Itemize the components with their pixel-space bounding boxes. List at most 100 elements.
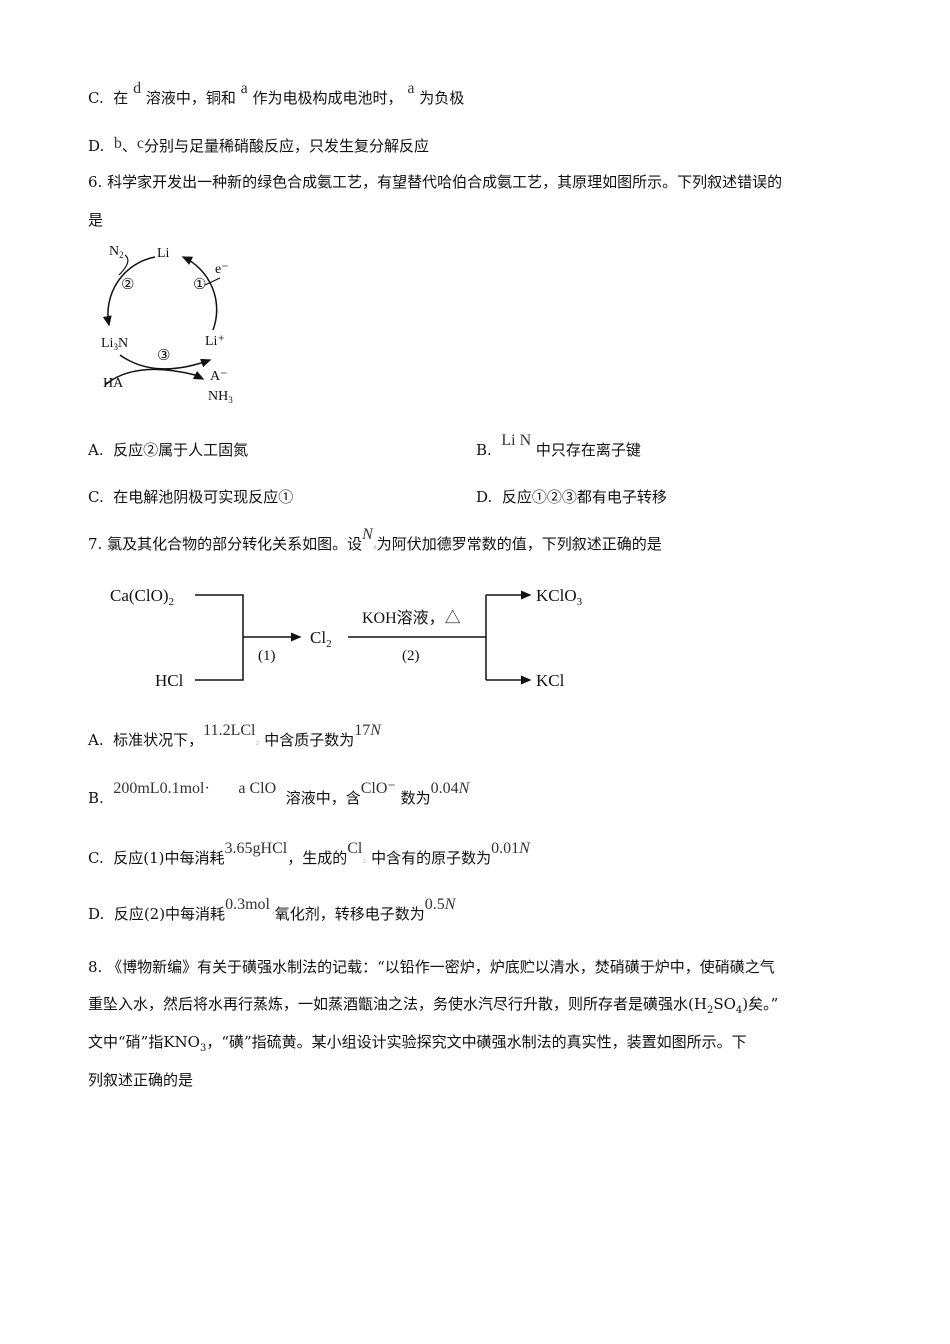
subscript: 3 bbox=[199, 1043, 207, 1054]
option-text: 在 bbox=[113, 89, 129, 107]
formula: d bbox=[133, 80, 142, 97]
q8-stem-line3: 文中“硝”指KNO3，“磺”指硫黄。某小组设计实验探究文中磺强水制法的真实性，装… bbox=[88, 1032, 747, 1059]
ha-label: HA bbox=[103, 376, 124, 391]
li-ion-label: Li⁺ bbox=[205, 334, 225, 349]
formula: Li N bbox=[501, 432, 532, 449]
step-1-label: (1) bbox=[258, 648, 276, 664]
question-text: 文中“硝”指KNO bbox=[88, 1033, 200, 1051]
step-2-label: (2) bbox=[402, 648, 420, 664]
formula: 0.04 bbox=[430, 780, 459, 797]
formula: Cl bbox=[347, 840, 363, 857]
lithium-cycle-diagram: N2 Li e⁻ ① ② ③ Li3N Li⁺ HA A⁻ NH3 bbox=[101, 244, 233, 405]
q5-option-c: C. 在 d 溶液中，铜和 a 作为电极构成电池时， a 为负极 bbox=[88, 80, 465, 109]
option-label: A. bbox=[88, 731, 104, 749]
option-label: D. bbox=[476, 488, 493, 506]
cl2-label: Cl2 bbox=[310, 628, 332, 650]
question-text: 重坠入水，然后将水再行蒸炼，一如蒸酒甑油之法，务使水汽尽行升散，则所存者是磺强水… bbox=[88, 995, 707, 1013]
formula: N bbox=[362, 526, 373, 543]
formula: 0.3mol bbox=[225, 896, 270, 913]
separator: 、 bbox=[121, 137, 137, 155]
question-text: ，“磺”指硫黄。某小组设计实验探究文中磺强水制法的真实性，装置如图所示。下 bbox=[206, 1033, 747, 1051]
question-text: 为阿伏加德罗常数的值，下列叙述正确的是 bbox=[376, 535, 662, 553]
q6-option-d: D. 反应①②③都有电子转移 bbox=[476, 487, 667, 507]
a-minus-label: A⁻ bbox=[210, 369, 228, 384]
option-text: 溶液中，铜和 bbox=[145, 89, 236, 107]
option-label: D. bbox=[88, 137, 105, 155]
arrow-step3 bbox=[119, 354, 212, 370]
question-text: 7. 氯及其化合物的部分转化关系如图。设 bbox=[88, 535, 363, 553]
formula: 3.65gHCl bbox=[224, 840, 288, 857]
kcl-label: KCl bbox=[536, 671, 565, 690]
formula: N bbox=[458, 780, 470, 797]
formula: 17 bbox=[354, 722, 371, 739]
option-text: 标准状况下， bbox=[113, 731, 204, 749]
q8-stem-line1: 8. 《博物新编》有关于磺强水制法的记载：“以铅作一密炉，炉底贮以清水，焚硝磺于… bbox=[88, 957, 775, 977]
formula: a ClO bbox=[238, 780, 277, 797]
question-text: 列叙述正确的是 bbox=[88, 1071, 194, 1089]
formula: N bbox=[370, 722, 381, 739]
formula: 200mL0.1mol· bbox=[113, 780, 210, 797]
li-label: Li bbox=[157, 246, 170, 261]
option-text: 作为电极构成电池时， bbox=[252, 89, 403, 107]
formula: N bbox=[444, 896, 456, 913]
option-text: 在电解池阴极可实现反应① bbox=[113, 488, 294, 506]
q6-option-a: A. 反应②属于人工固氮 bbox=[88, 440, 248, 460]
caclo2-label: Ca(ClO)2 bbox=[110, 586, 174, 608]
q7-stem: 7. 氯及其化合物的部分转化关系如图。设N₄为阿伏加德罗常数的值，下列叙述正确的… bbox=[88, 526, 662, 553]
reaction-condition: KOH溶液，△ bbox=[362, 609, 461, 627]
q7-option-c: C. 反应(1)中每消耗3.65gHCl，生成的Cl₂ 中含有的原子数为0.01… bbox=[88, 840, 530, 867]
question-text: 是 bbox=[88, 211, 104, 229]
option-text: 氧化剂，转移电子数为 bbox=[274, 905, 425, 923]
option-text: 反应(2)中每消耗 bbox=[113, 905, 226, 923]
option-text: 数为 bbox=[400, 789, 431, 807]
option-text: 中含有的原子数为 bbox=[371, 849, 492, 867]
step-1-label: ① bbox=[193, 277, 206, 293]
formula: b bbox=[113, 135, 122, 152]
formula: a bbox=[240, 80, 248, 97]
q7-option-a: A. 标准状况下，11.2LCl₂ 中含质子数为17N bbox=[88, 722, 381, 749]
question-text: )矣。” bbox=[742, 995, 779, 1013]
q6-stem-cont: 是 bbox=[88, 210, 103, 230]
nh3-label: NH3 bbox=[208, 389, 233, 405]
option-text: 中只存在离子键 bbox=[535, 441, 641, 459]
q8-stem-line2: 重坠入水，然后将水再行蒸炼，一如蒸酒甑油之法，务使水汽尽行升散，则所存者是磺强水… bbox=[88, 994, 778, 1021]
option-text: 反应②属于人工固氮 bbox=[113, 441, 249, 459]
q7-option-b: B. 200mL0.1mol· a ClO 溶液中，含ClO⁻ 数为0.04N bbox=[88, 780, 469, 809]
arrow-step1 bbox=[181, 256, 218, 331]
formula: a bbox=[407, 80, 415, 97]
option-text: 为负极 bbox=[419, 89, 465, 107]
option-label: C. bbox=[88, 488, 104, 506]
kclo3-label: KClO3 bbox=[536, 586, 583, 608]
option-text: 反应①②③都有电子转移 bbox=[501, 488, 667, 506]
option-label: C. bbox=[88, 849, 104, 867]
step-2-label: ② bbox=[121, 277, 134, 293]
q7-option-d: D. 反应(2)中每消耗0.3mol 氧化剂，转移电子数为0.5N bbox=[88, 896, 455, 925]
formula: 0.5 bbox=[424, 896, 445, 913]
option-label: A. bbox=[88, 441, 104, 459]
option-text: ，生成的 bbox=[287, 849, 348, 867]
formula: c bbox=[136, 135, 144, 152]
option-label: C. bbox=[88, 89, 104, 107]
chlorine-flow-diagram: Ca(ClO)2 HCl (1) Cl2 KOH溶液，△ (2) KClO3 K… bbox=[110, 586, 583, 690]
formula: ClO⁻ bbox=[360, 780, 396, 797]
option-label: B. bbox=[476, 441, 492, 459]
formula: N bbox=[519, 840, 530, 857]
subscript: 4 bbox=[735, 1005, 743, 1016]
li3n-label: Li3N bbox=[101, 336, 128, 352]
option-text: 溶液中，含 bbox=[285, 789, 361, 807]
option-text: 分别与足量稀硝酸反应，只发生复分解反应 bbox=[143, 137, 429, 155]
q5-option-d: D. b、c分别与足量稀硝酸反应，只发生复分解反应 bbox=[88, 135, 429, 157]
step-3-label: ③ bbox=[157, 348, 170, 364]
question-text: 8. 《博物新编》有关于磺强水制法的记载：“以铅作一密炉，炉底贮以清水，焚硝磺于… bbox=[88, 958, 775, 976]
hcl-label: HCl bbox=[155, 671, 184, 690]
formula: 11.2LCl bbox=[203, 722, 256, 739]
question-text: SO bbox=[713, 995, 736, 1013]
electron-label: e⁻ bbox=[215, 262, 229, 277]
q6-stem: 6. 科学家开发出一种新的绿色合成氨工艺，有望替代哈伯合成氨工艺，其原理如图所示… bbox=[88, 172, 782, 192]
subscript: 2 bbox=[706, 1005, 714, 1016]
question-text: 6. 科学家开发出一种新的绿色合成氨工艺，有望替代哈伯合成氨工艺，其原理如图所示… bbox=[88, 173, 783, 191]
formula: 0.01 bbox=[491, 840, 520, 857]
option-label: B. bbox=[88, 789, 104, 807]
q6-option-c: C. 在电解池阴极可实现反应① bbox=[88, 487, 293, 507]
q8-stem-line4: 列叙述正确的是 bbox=[88, 1070, 193, 1090]
